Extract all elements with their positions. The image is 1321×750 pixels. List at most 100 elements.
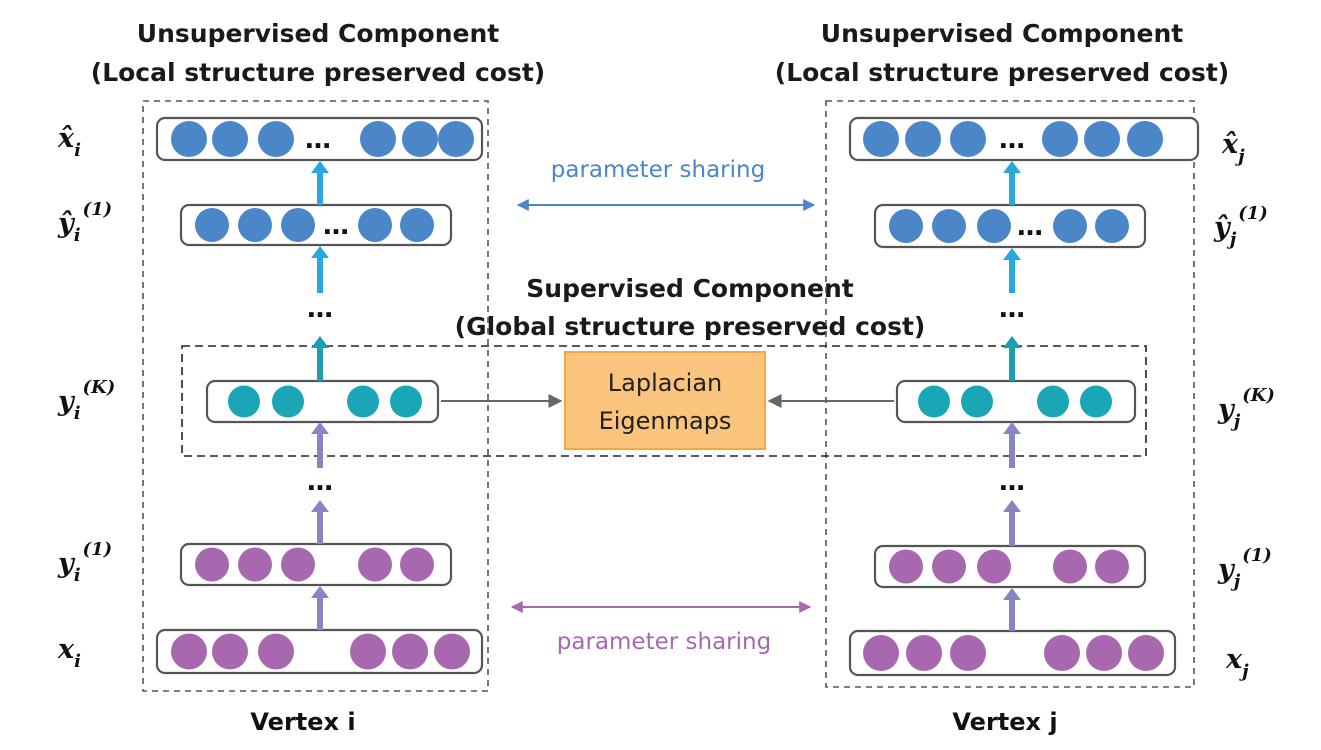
left-output-layer-node [402, 121, 438, 157]
right-decoder-layer-ellipsis: … [1017, 212, 1043, 242]
right-embedding-layer [895, 379, 1137, 424]
left-arrow-dots-to-decoder [311, 246, 329, 293]
right-hidden-layer-node [932, 549, 966, 584]
unsup-right-subtitle: (Local structure preserved cost) [775, 58, 1229, 87]
right-hidden-layer-node [977, 549, 1011, 584]
left-input-layer-node [171, 633, 207, 670]
right-y-hat-1-label: ŷj(1) [1213, 203, 1268, 250]
left-input-layer-node [212, 633, 248, 670]
left-hidden-layer-node [238, 547, 272, 582]
left-x-hat-label: x̂i [57, 123, 81, 161]
right-input-layer-node [906, 635, 942, 671]
right-input-layer-node [1086, 635, 1122, 671]
left-embedding-layer-node [347, 385, 379, 418]
left-arrow-input-to-hidden [311, 586, 329, 630]
right-x-label: xj [1225, 644, 1249, 682]
right-arrow-dots-to-decoder [1003, 248, 1021, 293]
right-embedding-layer-node [1080, 385, 1112, 418]
left-y-K-label: yi(K) [57, 377, 115, 424]
left-output-layer-node [258, 121, 294, 157]
right-embedding-layer-box [895, 379, 1137, 424]
left-decoder-layer-node [281, 208, 315, 242]
right-decoder-layer: … [873, 203, 1147, 249]
right-decoder-layer-node [1095, 209, 1129, 243]
right-hidden-layer-node [1053, 549, 1087, 584]
unsup-right-title: Unsupervised Component [821, 19, 1183, 48]
sup-title: Supervised Component [526, 274, 853, 303]
unsup-right-box [825, 100, 1195, 688]
right-decoder-layer-node [977, 209, 1011, 243]
left-embedding-layer-node [272, 385, 304, 418]
right-input-layer-node [1128, 635, 1164, 671]
left-input-layer-node [392, 633, 428, 670]
right-upper-ellipsis: … [999, 294, 1025, 324]
left-hidden-layer-node [281, 547, 315, 582]
left-hidden-layer-node [358, 547, 392, 582]
left-embedding-layer [205, 379, 440, 424]
left-input-layer-node [258, 633, 294, 670]
right-embedding-layer-node [918, 385, 950, 418]
right-input-layer-node [1044, 635, 1080, 671]
right-y-K-label: yj(K) [1217, 385, 1275, 432]
right-output-layer-node [1084, 121, 1120, 157]
left-hidden-layer [179, 542, 453, 587]
right-input-layer [848, 629, 1177, 677]
right-output-layer-node [863, 121, 899, 157]
left-arrow-hidden-to-dots [311, 500, 329, 544]
right-decoder-layer-node [1053, 209, 1087, 243]
left-input-layer-node [350, 633, 386, 670]
right-hidden-layer [873, 544, 1147, 589]
param-sharing-bottom-label: parameter sharing [557, 629, 771, 655]
right-x-hat-label: x̂j [1221, 129, 1245, 167]
right-output-layer-node [1042, 121, 1078, 157]
flow-arrows-group [311, 161, 1021, 631]
right-arrow-hidden-to-dots [1003, 500, 1021, 546]
layers-group: … … … … [155, 116, 1200, 677]
right-decoder-layer-node [889, 209, 923, 243]
right-embedding-layer-node [1037, 385, 1069, 418]
right-output-layer: … [848, 116, 1200, 162]
right-output-layer-node [950, 121, 986, 157]
right-output-layer-ellipsis: … [999, 125, 1025, 155]
left-arrow-embedding-to-dots [311, 336, 329, 381]
left-x-label: xi [57, 634, 81, 672]
right-arrow-embedding-to-dots [1003, 336, 1021, 381]
left-output-layer-node [171, 121, 207, 157]
right-decoder-layer-node [932, 209, 966, 243]
right-arrow-dots-to-embedding [1003, 422, 1021, 468]
left-upper-ellipsis: … [307, 294, 333, 324]
left-y-1-label: yi(1) [57, 539, 112, 586]
right-hidden-layer-node [889, 549, 923, 584]
left-lower-ellipsis: … [307, 467, 333, 497]
right-hidden-layer-node [1095, 549, 1129, 584]
left-decoder-layer-ellipsis: … [323, 211, 349, 241]
param-sharing-top-label: parameter sharing [551, 157, 765, 183]
vertex-j-label: Vertex j [952, 708, 1057, 736]
right-arrow-decoder-to-output [1003, 161, 1021, 205]
eigenmaps-label: Eigenmaps [599, 407, 732, 435]
left-decoder-layer-node [238, 208, 272, 242]
right-embedding-layer-node [961, 385, 993, 418]
left-decoder-layer-node [358, 208, 392, 242]
left-hidden-layer-node [195, 547, 229, 582]
left-hidden-layer-node [400, 547, 434, 582]
left-decoder-layer-node [400, 208, 434, 242]
left-y-hat-1-label: ŷi(1) [57, 199, 112, 246]
right-lower-ellipsis: … [999, 467, 1025, 497]
left-input-layer [155, 628, 484, 675]
unsup-left-title: Unsupervised Component [137, 19, 499, 48]
left-decoder-layer-node [195, 208, 229, 242]
right-output-layer-node [905, 121, 941, 157]
left-output-layer-node [360, 121, 396, 157]
right-input-layer-node [950, 635, 986, 671]
left-decoder-layer: … [179, 203, 453, 247]
sup-subtitle: (Global structure preserved cost) [455, 312, 926, 341]
left-embedding-layer-node [390, 385, 422, 418]
left-arrow-dots-to-embedding [311, 422, 329, 468]
right-input-layer-node [863, 635, 899, 671]
laplacian-label: Laplacian [608, 369, 722, 397]
laplacian-eigenmaps-box [564, 351, 766, 450]
right-arrow-input-to-hidden [1003, 588, 1021, 631]
sup-box [181, 345, 1147, 457]
